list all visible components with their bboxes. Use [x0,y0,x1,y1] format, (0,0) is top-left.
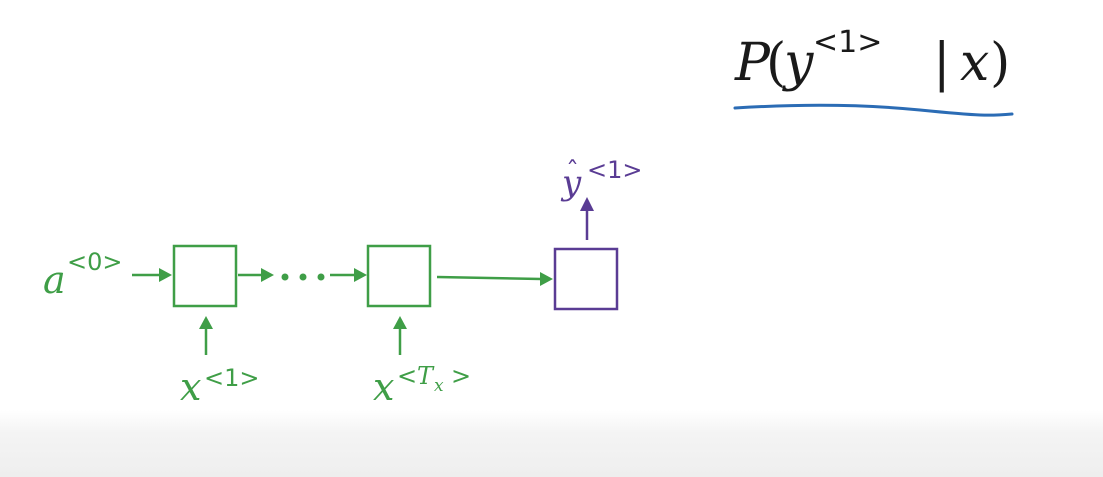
arrowhead-cell1-to-ellipsis [261,268,274,282]
bottom-shade [0,410,1103,477]
input-first-superscript: <1> [204,364,260,392]
initial-activation-superscript: <0> [67,248,123,276]
input-first-base: x [180,365,201,409]
input-last-sup-sub: x [434,376,444,396]
formula-var: y [782,33,814,93]
formula-underline [733,103,1014,117]
arrowhead-input1-up [199,316,213,329]
arrowhead-initial-to-cell1 [159,268,172,282]
formula-given: x [960,33,989,93]
output-base: y [560,163,582,203]
probability-formula: P ( y <1> | x ) [734,25,1010,93]
initial-activation-base: a [43,258,66,302]
arrow-encoder-to-decoder [436,275,542,281]
input-first-sup-open: < [204,364,224,392]
encoder-cell-1 [172,244,238,308]
decoder: y ˆ <1> [553,156,643,311]
input-last-sup-open: < [397,362,417,390]
input-last-sup-sym: T [417,362,435,390]
arrowhead-input-last-up [393,316,407,329]
output-superscript: <1> [587,156,643,184]
encoder: a <0> x <1> x < T x > [43,244,553,409]
arrowhead-decoder-output [580,197,594,211]
formula-func: P [734,33,771,93]
input-first-sup-index: 1 [224,364,239,392]
decoder-cell [553,247,619,311]
input-last-base: x [373,365,394,409]
formula-close-paren: ) [990,33,1010,93]
formula-superscript: <1> [813,25,882,60]
arrowhead-ellipsis-to-cell2 [354,268,367,282]
encoder-cell-last [366,244,432,308]
arrowhead-encoder-to-decoder [540,272,553,286]
formula-open-paren: ( [766,33,786,93]
formula-bar: | [933,33,951,93]
ellipsis-dots [281,273,325,281]
input-first-sup-close: > [239,364,259,392]
input-last-sup-close: > [451,362,471,390]
output-hat: ˆ [566,157,579,187]
